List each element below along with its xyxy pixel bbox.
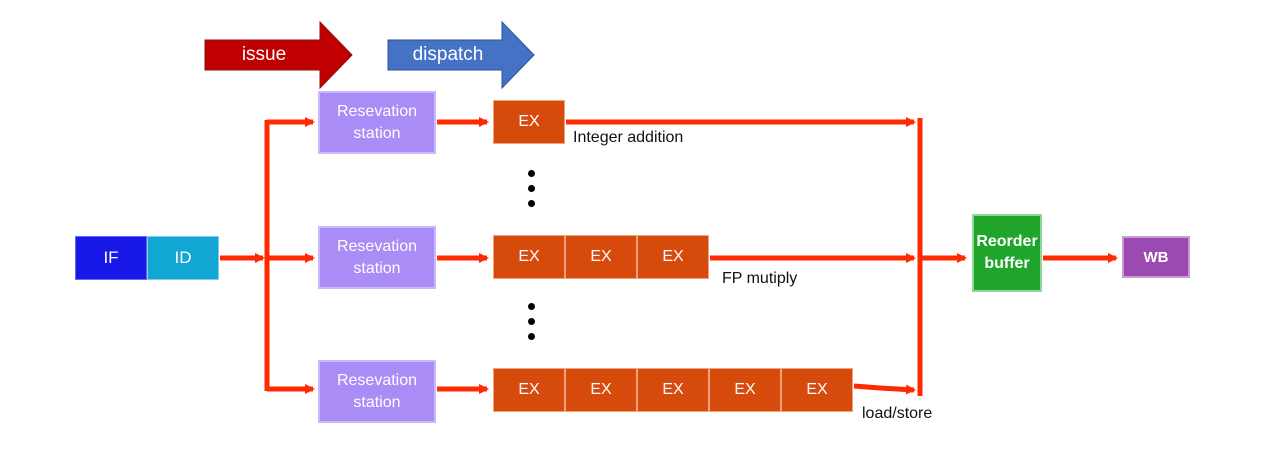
ex-unit-fp-3: EX <box>637 235 709 279</box>
id-stage: ID <box>147 236 219 280</box>
pipeline-label-fp-multiply: FP mutiply <box>722 270 798 287</box>
ex-unit-ls-1: EX <box>493 368 565 412</box>
ex-unit-ls-3: EX <box>637 368 709 412</box>
ex-unit-ls-5: EX <box>781 368 853 412</box>
ex-unit-int-1: EX <box>493 100 565 144</box>
issue-label: issue <box>241 44 287 65</box>
ex-unit-ls-2: EX <box>565 368 637 412</box>
reorder-buffer: Reorder buffer <box>972 214 1042 292</box>
wb-stage: WB <box>1122 236 1190 278</box>
reservation-station-3: Resevation station <box>318 360 436 423</box>
dispatch-arrow-shape <box>387 20 535 90</box>
ls-output-wire <box>853 383 916 395</box>
ex-unit-ls-4: EX <box>709 368 781 412</box>
ex-unit-fp-1: EX <box>493 235 565 279</box>
issue-arrow-shape <box>204 20 353 90</box>
reservation-station-2: Resevation station <box>318 226 436 289</box>
pipeline-label-integer-addition: Integer addition <box>573 129 684 146</box>
ex-unit-fp-2: EX <box>565 235 637 279</box>
pipeline-label-load-store: load/store <box>862 405 933 422</box>
dispatch-label: dispatch <box>412 44 484 65</box>
reservation-station-1: Resevation station <box>318 91 436 154</box>
if-stage: IF <box>75 236 147 280</box>
